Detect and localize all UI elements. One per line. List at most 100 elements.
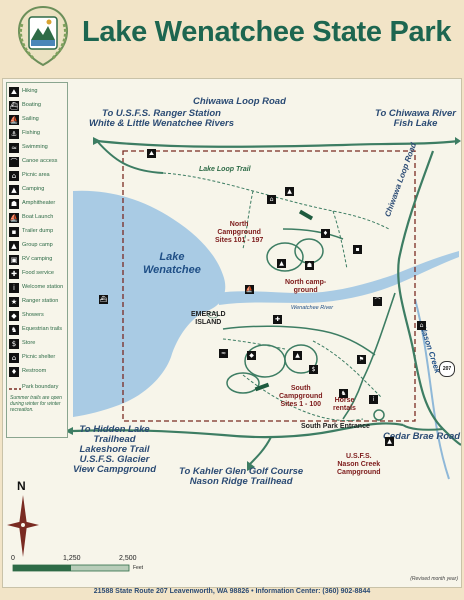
legend-item-label: Picnic area [22, 172, 50, 178]
legend-item: $Store [9, 339, 67, 350]
legend-item-label: Boating [22, 102, 41, 108]
footer-address: 21588 State Route 207 Leavenworth, WA 98… [93, 588, 371, 595]
map-trailer-dump-icon[interactable]: ▪ [353, 245, 362, 254]
legend-item: ⛴Boating [9, 101, 67, 112]
map-camping-north-icon[interactable]: ▲ [277, 259, 286, 268]
picnic-area-icon: ⌂ [9, 171, 19, 181]
legend-item-label: Showers [22, 312, 44, 318]
map-area[interactable]: Chiwawa Loop Road To U.S.F.S. Ranger Sta… [2, 78, 462, 588]
legend-item-label: Group camp [22, 242, 53, 248]
legend-item: ≈Swimming [9, 143, 67, 154]
camping-icon: ▲ [9, 185, 19, 195]
map-shower-icon[interactable]: ◆ [247, 351, 256, 360]
legend-item: ⛵Sailing [9, 115, 67, 126]
state-parks-logo-icon [12, 4, 74, 68]
label-usfs-nason-creek: U.S.F.S. Nason Creek Campground [337, 453, 381, 476]
legend-item-label: Ranger station [22, 298, 59, 304]
label-chiwawa-loop-road-top: Chiwawa Loop Road [193, 96, 286, 107]
map-camping-south-icon[interactable]: ▲ [293, 351, 302, 360]
label-cedar-brae-road: Cedar Brae Road [383, 431, 461, 442]
map-camping-icon[interactable]: ▲ [285, 187, 294, 196]
compass-north-label: N [17, 479, 26, 493]
map-picnic-east-icon[interactable]: ⌂ [417, 321, 426, 330]
legend-item: ⛵Boat Launch [9, 213, 67, 224]
food-service-icon: ✚ [9, 269, 19, 279]
label-north-campground-short: North camp- ground [285, 279, 327, 294]
scale-label-1250: 1,250 [63, 555, 81, 562]
label-wenatchee-river: Wenatchee River [291, 305, 334, 311]
legend-item-label: Canoe access [22, 158, 58, 164]
compass-rose-icon [7, 495, 39, 557]
showers-icon: ◆ [9, 311, 19, 321]
restroom-icon: ♦ [9, 367, 19, 377]
boundary-line-icon [9, 388, 21, 390]
legend-item-label: Welcome station [22, 284, 64, 290]
legend-item: ▪Trailer dump [9, 227, 67, 238]
header: Lake Wenatchee State Park [0, 0, 464, 76]
label-emerald-island: EMERALD ISLAND [191, 311, 226, 326]
map-picnic-icon[interactable]: ⌂ [267, 195, 276, 204]
map-canoe-icon[interactable]: ⌒ [373, 297, 382, 306]
map-usfs-camping-icon[interactable]: ▲ [385, 437, 394, 446]
legend-item: ★Ranger station [9, 297, 67, 308]
legend-item-label: Camping [22, 186, 45, 192]
map-hiking-icon[interactable]: ⛰ [147, 149, 156, 158]
map-restroom-icon[interactable]: ♦ [321, 229, 330, 238]
label-to-kahler-glen: To Kahler Glen Golf Course Nason Ridge T… [179, 466, 304, 487]
map-amphitheater-icon[interactable]: ☗ [305, 261, 314, 270]
legend-note: Summer trails are open during winter for… [10, 395, 62, 413]
map-equestrian-icon[interactable]: ⚑ [357, 355, 366, 364]
legend-item: ☗Amphitheater [9, 199, 67, 210]
label-lake-loop-trail: Lake Loop Trail [199, 166, 251, 173]
scale-label-0: 0 [11, 555, 15, 562]
amphitheater-icon: ☗ [9, 199, 19, 209]
canoe-access-icon: ⌒ [9, 157, 19, 167]
legend-item-label: Boat Launch [22, 214, 54, 220]
scale-unit: Feet [133, 565, 144, 571]
boating-icon: ⛴ [9, 101, 19, 111]
map-horse-icon[interactable]: ♞ [339, 389, 348, 398]
legend-item: ⌂Picnic shelter [9, 353, 67, 364]
page-title: Lake Wenatchee State Park [82, 16, 452, 48]
hiking-icon: ⛰ [9, 87, 19, 97]
legend-item: ▲Camping [9, 185, 67, 196]
highway-207 [397, 150, 461, 446]
label-south-park-entrance: South Park Entrance [301, 423, 370, 430]
map-food-service-icon[interactable]: ✚ [273, 315, 282, 324]
legend-item-label: Hiking [22, 88, 38, 94]
legend-item: ✚Food service [9, 269, 67, 280]
picnic-shelter-icon: ⌂ [9, 353, 19, 363]
map-boating-icon[interactable]: ⛴ [99, 295, 108, 304]
scale-label-2500: 2,500 [119, 555, 137, 562]
legend-item-label: Restroom [22, 368, 47, 374]
map-swimming-icon[interactable]: ≈ [219, 349, 228, 358]
map-store-icon[interactable]: $ [309, 365, 318, 374]
revision-credit: (Revised month year) [410, 576, 458, 582]
label-to-hidden-lake: To Hidden Lake Trailhead Lakeshore Trail… [73, 424, 157, 475]
map-boat-launch-icon[interactable]: ⛵ [245, 285, 254, 294]
fishing-icon: ⚓ [9, 129, 19, 139]
map-welcome-station-icon[interactable]: i [369, 395, 378, 404]
label-to-ranger-station: To U.S.F.S. Ranger Station White & Littl… [89, 108, 234, 129]
label-lake-wenatchee: Lake Wenatchee [143, 251, 201, 276]
legend-item-label: Store [22, 340, 36, 346]
legend-boundary: Park boundary [9, 383, 67, 394]
legend-item: ◆Showers [9, 311, 67, 322]
store-icon: $ [9, 339, 19, 349]
route-207-shield-icon: 207 [439, 361, 455, 377]
legend-item: ▲Group camp [9, 241, 67, 252]
group-camp-icon: ▲ [9, 241, 19, 251]
label-to-chiwawa-river: To Chiwawa River Fish Lake [375, 108, 456, 129]
wenatchee-river [217, 251, 459, 305]
south-road [72, 422, 404, 439]
park-boundary [122, 150, 416, 422]
welcome-station-icon: i [9, 283, 19, 293]
legend-item-label: Swimming [22, 144, 48, 150]
legend-item-label: Sailing [22, 116, 39, 122]
map-legend: ⛰Hiking ⛴Boating ⛵Sailing ⚓Fishing ≈Swimming… [6, 82, 68, 438]
legend-item: ⚓Fishing [9, 129, 67, 140]
chiwawa-loop-road [96, 139, 460, 148]
label-south-campground: South Campground Sites 1 - 100 [279, 385, 323, 408]
label-north-campground: North Campground Sites 101 - 197 [215, 221, 264, 244]
